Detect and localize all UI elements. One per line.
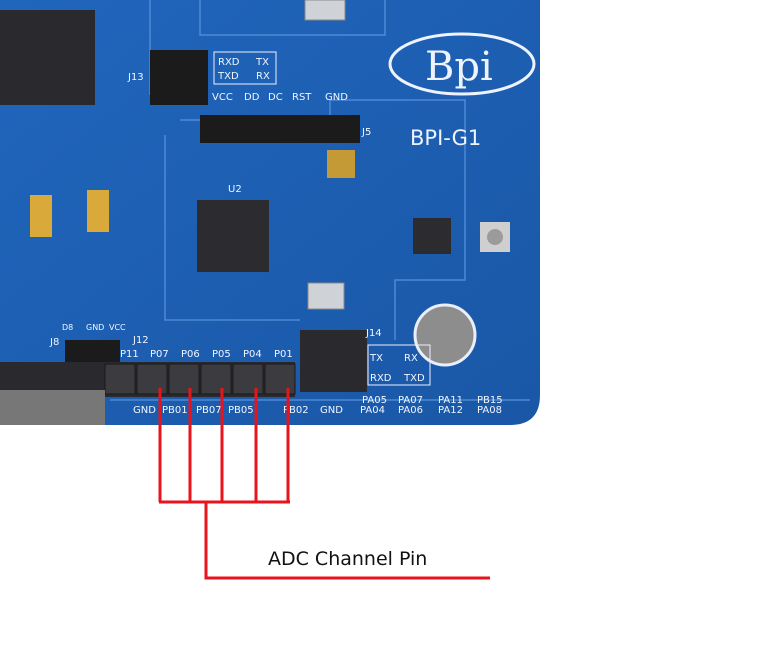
capacitor	[327, 150, 355, 178]
j12-top-labels: P11 P07 P06 P05 P04 P01	[120, 349, 293, 360]
chip-u2	[197, 200, 269, 272]
svg-text:PA07: PA07	[398, 395, 423, 406]
header-j13	[150, 50, 208, 105]
svg-text:PB07: PB07	[196, 405, 222, 416]
crystal-top	[304, 0, 346, 21]
svg-text:PA06: PA06	[398, 405, 423, 416]
j14-txd: TXD	[403, 373, 425, 384]
j13-box	[213, 51, 277, 85]
svg-text:PA08: PA08	[477, 405, 502, 416]
j14-rxd: RXD	[370, 373, 392, 384]
capacitor	[87, 190, 109, 232]
svg-text:GND: GND	[133, 405, 156, 416]
label-tx: TX	[255, 57, 269, 68]
label-j5: J5	[361, 127, 371, 138]
mounting-hole	[413, 303, 477, 367]
pin-headers-left	[0, 390, 105, 425]
svg-text:PB05: PB05	[228, 405, 254, 416]
svg-text:D8: D8	[62, 323, 73, 332]
svg-text:GND: GND	[86, 323, 104, 332]
svg-text:P05: P05	[212, 349, 231, 360]
j8-labels: D8 GND VCC	[62, 323, 126, 332]
label-txd: TXD	[217, 71, 239, 82]
svg-text:PA11: PA11	[438, 395, 463, 406]
svg-text:P01: P01	[274, 349, 293, 360]
label-rx: RX	[256, 71, 270, 82]
j14-tx: TX	[369, 353, 383, 364]
svg-text:VCC: VCC	[109, 323, 126, 332]
adc-channel-pin-label: ADC Channel Pin	[268, 548, 428, 570]
header-j14	[300, 330, 367, 392]
pcb-board	[0, 0, 540, 425]
svg-text:PB01: PB01	[162, 405, 188, 416]
chip-main	[0, 10, 95, 105]
header-j5	[200, 115, 360, 143]
adc-pointer-lines	[158, 388, 490, 580]
svg-text:RST: RST	[292, 92, 312, 103]
svg-text:PA05: PA05	[362, 395, 387, 406]
svg-text:DD: DD	[244, 92, 260, 103]
crystal	[307, 282, 345, 310]
label-j12: J12	[132, 335, 149, 346]
label-rxd: RXD	[218, 57, 240, 68]
svg-text:DC: DC	[268, 92, 283, 103]
label-j13: J13	[127, 72, 144, 83]
pa-labels: PA05 PA07 PA11 PB15 PA04 PA06 PA12 PA08	[360, 395, 503, 416]
capacitor	[30, 195, 52, 237]
svg-text:GND: GND	[320, 405, 343, 416]
svg-text:GND: GND	[325, 92, 348, 103]
svg-text:P06: P06	[181, 349, 200, 360]
logo-text: Bpi	[425, 44, 493, 90]
j12-bottom-labels: GND PB01 PB07 PB05 PB02 GND	[133, 405, 343, 416]
label-j8: J8	[49, 337, 59, 348]
debug-labels: VCC DD DC RST GND	[212, 92, 348, 103]
svg-text:P07: P07	[150, 349, 169, 360]
svg-text:P04: P04	[243, 349, 262, 360]
svg-text:PB15: PB15	[477, 395, 503, 406]
svg-text:PA04: PA04	[360, 405, 385, 416]
svg-text:VCC: VCC	[212, 92, 233, 103]
svg-text:PA12: PA12	[438, 405, 463, 416]
label-j14: J14	[365, 328, 382, 339]
chip-small	[413, 218, 451, 254]
board-model: BPI-G1	[410, 126, 481, 150]
svg-text:P11: P11	[120, 349, 139, 360]
j14-rx: RX	[404, 353, 418, 364]
antenna-socket	[487, 229, 503, 245]
logo-ellipse	[388, 32, 536, 96]
label-u2: U2	[228, 184, 242, 195]
svg-text:PB02: PB02	[283, 405, 309, 416]
